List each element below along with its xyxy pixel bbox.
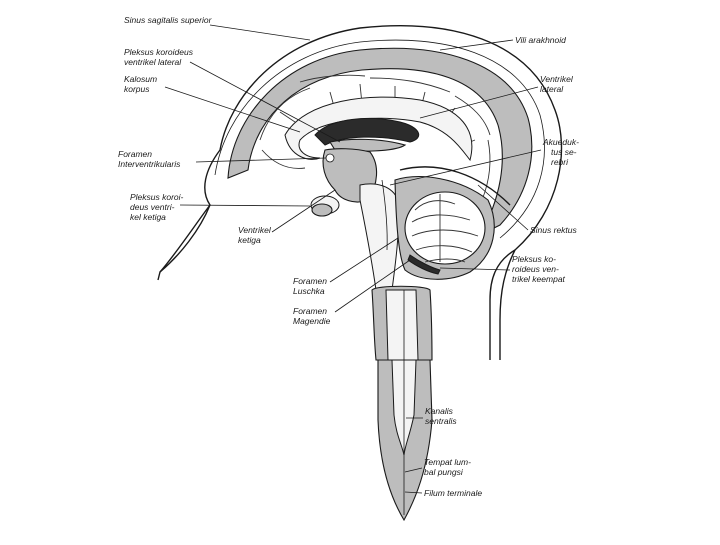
svg-text:Sinus rektus: Sinus rektus [530,225,578,235]
svg-text:kel ketiga: kel ketiga [130,212,166,222]
svg-text:tus se-: tus se- [551,147,577,157]
label-sinus-sagitalis-superior: Sinus sagitalis superior [124,15,310,40]
svg-text:Vili arakhnoid: Vili arakhnoid [515,35,566,45]
svg-text:Foramen: Foramen [118,149,152,159]
svg-text:Sinus sagitalis superior: Sinus sagitalis superior [124,15,213,25]
svg-text:Filum terminale: Filum terminale [424,488,482,498]
svg-text:Ventrikel: Ventrikel [540,74,574,84]
label-pleksus-koroideus-ventrikel-ketiga: Pleksus koroi- deus ventri- kel ketiga [130,192,310,222]
svg-text:trikel keempat: trikel keempat [512,274,566,284]
svg-text:Kanalis: Kanalis [425,406,454,416]
svg-text:Interventrikularis: Interventrikularis [118,159,181,169]
svg-text:sentralis: sentralis [425,416,457,426]
svg-text:Foramen: Foramen [293,306,327,316]
svg-text:Foramen: Foramen [293,276,327,286]
svg-text:rebri: rebri [551,157,569,167]
label-vili-arakhnoid: Vili arakhnoid [440,35,566,50]
svg-text:Pleksus ko-: Pleksus ko- [512,254,556,264]
svg-text:lateral: lateral [540,84,564,94]
svg-text:korpus: korpus [124,84,150,94]
svg-text:Tempat lum-: Tempat lum- [424,457,471,467]
svg-text:Akueduk-: Akueduk- [542,137,579,147]
brainstem [360,184,399,290]
svg-text:Pleksus koroi-: Pleksus koroi- [130,192,184,202]
svg-text:deus ventri-: deus ventri- [130,202,175,212]
cerebellum [405,192,485,264]
svg-text:ketiga: ketiga [238,235,261,245]
svg-text:Luschka: Luschka [293,286,325,296]
svg-text:Pleksus koroideus: Pleksus koroideus [124,47,194,57]
svg-text:Ventrikel: Ventrikel [238,225,272,235]
svg-text:roideus ven-: roideus ven- [512,264,559,274]
spinal-cord [386,290,418,360]
foramen-interventricularis [326,154,334,162]
svg-text:ventrikel lateral: ventrikel lateral [124,57,182,67]
svg-text:bal pungsi: bal pungsi [424,467,464,477]
svg-text:Magendie: Magendie [293,316,331,326]
svg-text:Kalosum: Kalosum [124,74,157,84]
